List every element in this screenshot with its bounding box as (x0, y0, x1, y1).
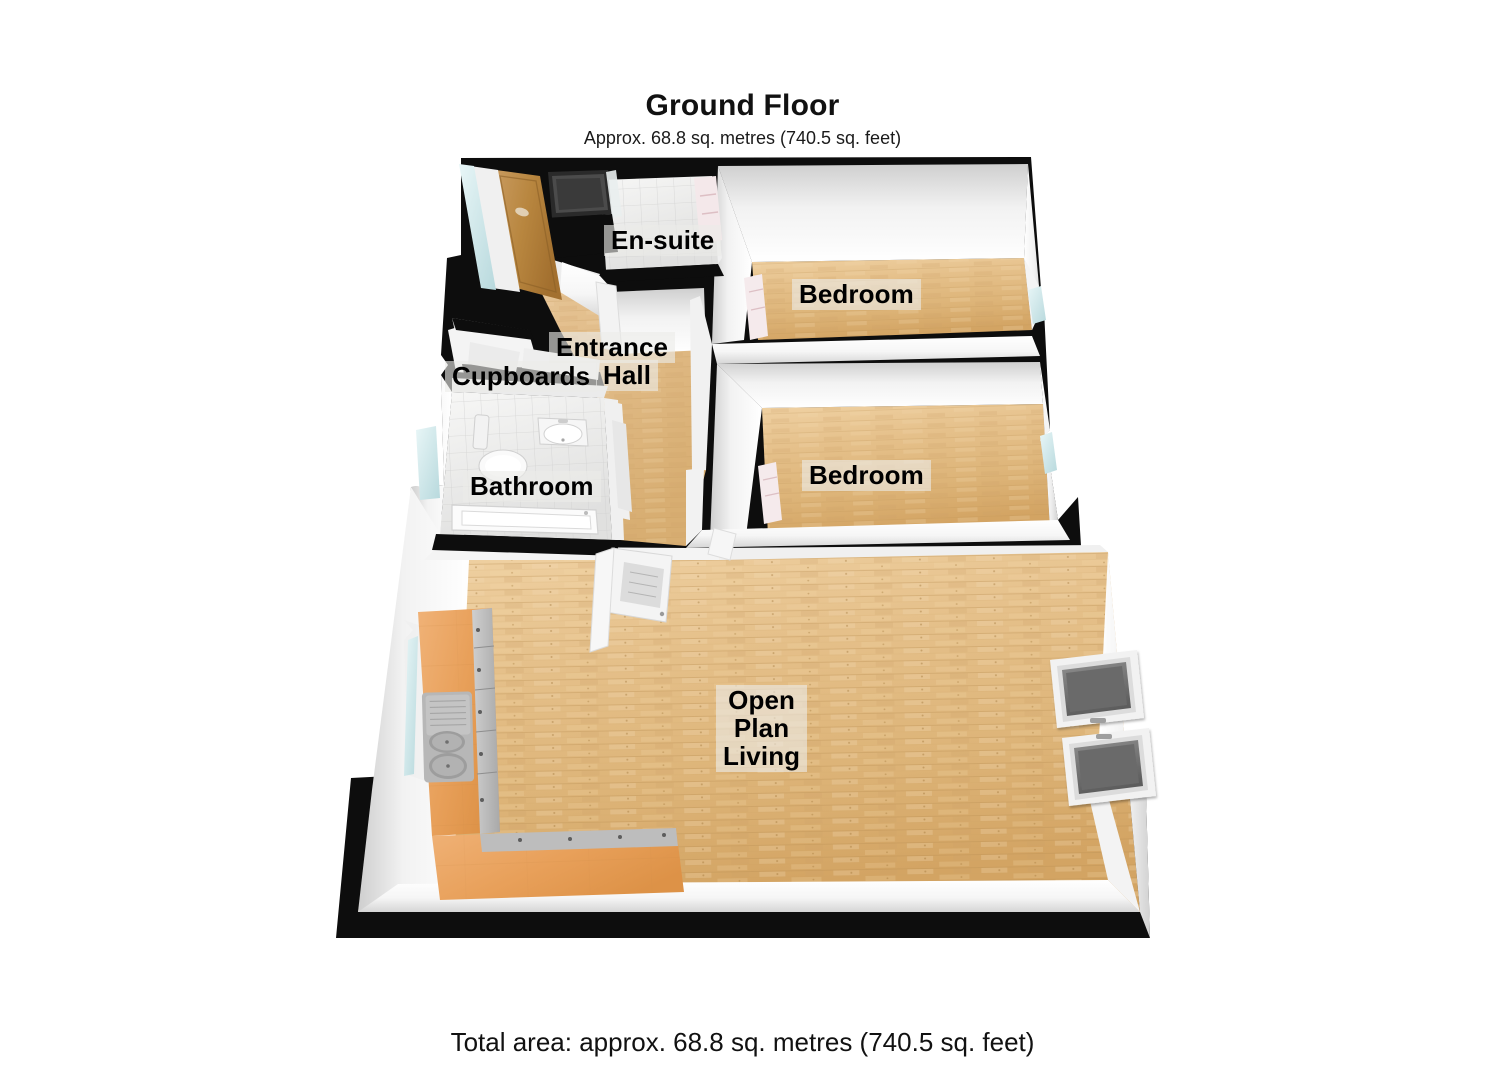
room-label-entrance: Entrance (549, 332, 676, 364)
total-area-text: Total area: approx. 68.8 sq. metres (740… (450, 1027, 1035, 1057)
living-side-glass (404, 636, 418, 776)
door-living-leaf[interactable] (589, 547, 615, 653)
plan-heading: Ground Floor Approx. 68.8 sq. metres (74… (0, 90, 1485, 147)
bathroom-basin (537, 417, 589, 447)
plan-area-subtitle: Approx. 68.8 sq. metres (740.5 sq. feet) (583, 127, 902, 148)
living-label-line-3: Living (723, 741, 801, 772)
living-window-upper[interactable] (1050, 650, 1144, 728)
room-label-hall: Hall (596, 360, 659, 392)
room-label-bedroom-2: Bedroom (802, 460, 931, 492)
door-hall-to-living[interactable] (605, 547, 673, 623)
room-bedroom-1 (712, 164, 1046, 364)
front-door[interactable] (459, 164, 562, 300)
room-bedroom-2 (686, 362, 1070, 548)
living-window-lower[interactable] (1062, 728, 1156, 806)
bathroom-bath (451, 504, 599, 535)
door-bedroom-1[interactable] (744, 274, 768, 340)
room-label-bathroom: Bathroom (463, 471, 601, 503)
living-label-line-2: Plan (733, 713, 790, 744)
door-bedroom-2[interactable] (707, 462, 782, 561)
kitchen-counter (418, 608, 684, 900)
kitchen-cabinets (472, 608, 678, 852)
room-label-ensuite: En-suite (604, 225, 722, 257)
room-label-cupboards: Cupboards (445, 361, 598, 393)
room-bathroom (411, 375, 632, 556)
kitchen-double-sink (421, 691, 475, 783)
page-title: Ground Floor (645, 89, 840, 122)
living-label-line-1: Open (728, 685, 795, 715)
room-label-bedroom-1: Bedroom (792, 279, 921, 311)
plan-footer: Total area: approx. 68.8 sq. metres (740… (0, 1028, 1485, 1057)
